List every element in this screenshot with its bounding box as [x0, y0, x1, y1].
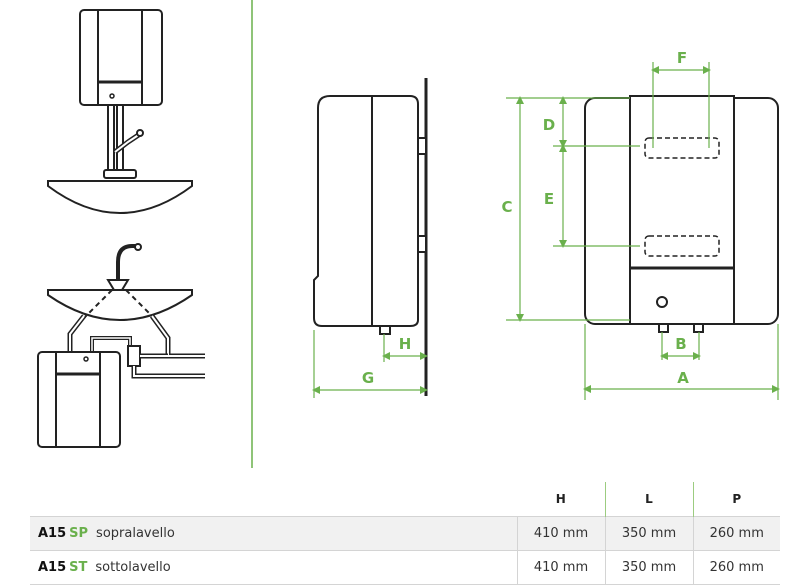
dim-label-e: E: [544, 190, 554, 208]
depth-cell: 260 mm: [692, 550, 780, 585]
header-h: H: [555, 492, 566, 506]
header-l: L: [604, 482, 693, 517]
dim-label-b: B: [675, 335, 686, 353]
model-code: A15: [38, 526, 67, 541]
model-code: A15: [38, 560, 67, 575]
header-model: [30, 482, 517, 517]
dim-label-f: F: [677, 49, 687, 67]
height-cell: 410 mm: [516, 516, 605, 551]
dim-label-d: D: [543, 116, 555, 134]
height-cell: 410 mm: [516, 550, 605, 585]
undersink-installation-illustration: [37, 243, 205, 448]
dimension-lines: [312, 62, 780, 400]
header-p: P: [692, 482, 780, 517]
oversink-installation-illustration: [47, 9, 193, 214]
model-description: sopralavello: [96, 526, 175, 541]
dim-label-h: H: [399, 335, 412, 353]
model-suffix: ST: [69, 560, 88, 575]
table-header-row: H L P: [30, 482, 780, 517]
technical-diagram: F D C E B A H G: [37, 0, 780, 468]
depth-cell: 260 mm: [692, 516, 780, 551]
width-cell: 350 mm: [604, 550, 693, 585]
model-suffix: SP: [69, 526, 89, 541]
front-view-drawing: [584, 95, 779, 333]
model-description: sottolavello: [95, 560, 171, 575]
width-cell: 350 mm: [604, 516, 693, 551]
dim-label-a: A: [677, 369, 689, 387]
dim-label-g: G: [362, 369, 374, 387]
dim-label-c: C: [501, 198, 512, 216]
side-view-drawing: [313, 78, 428, 396]
